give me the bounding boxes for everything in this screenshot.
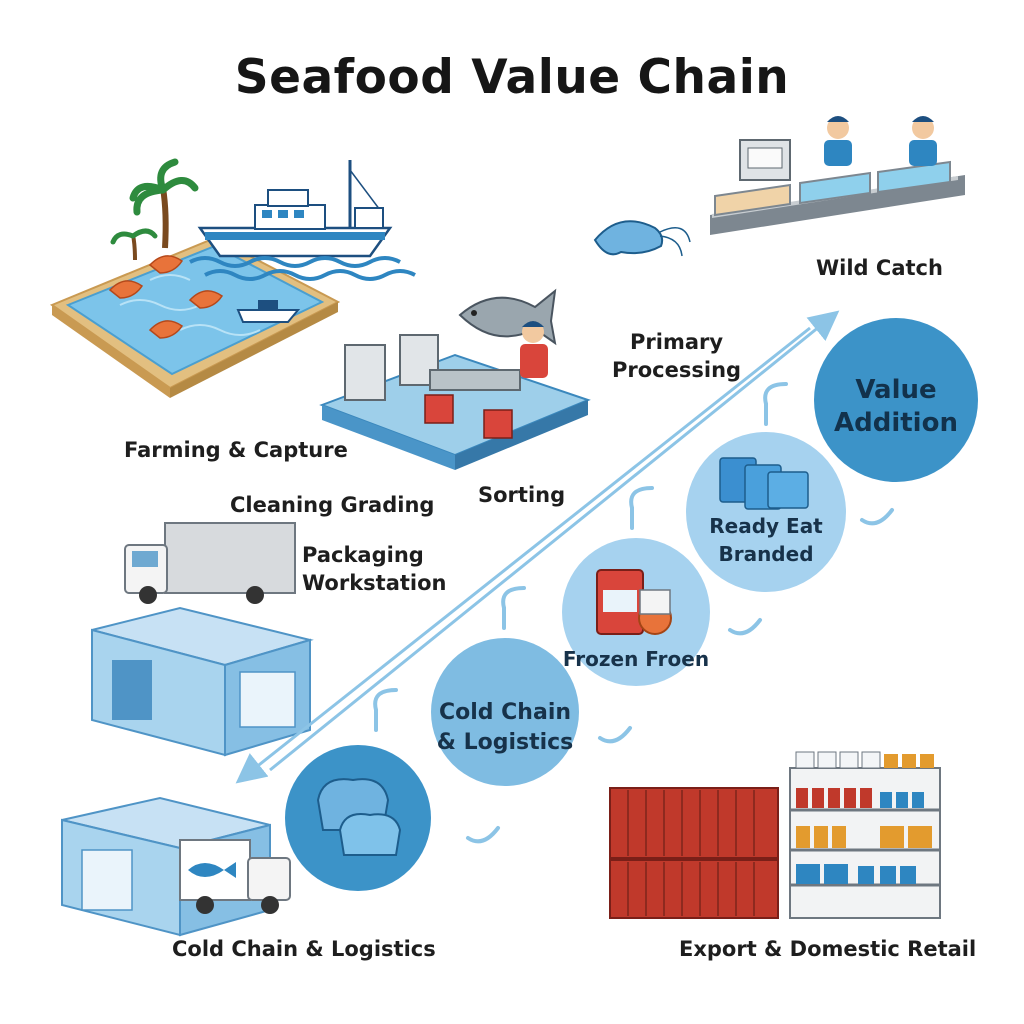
label-farming-capture: Farming & Capture — [124, 438, 348, 462]
fishing-boat-icon — [197, 160, 393, 258]
worker-icon — [824, 116, 937, 166]
processing-line — [710, 139, 965, 235]
stage-text-ready-eat-line1: Ready Eat — [709, 514, 823, 538]
stage-text-frozen-line1: Frozen Froen — [562, 647, 710, 671]
stage-text-value-addition: Value Addition — [814, 374, 978, 440]
stage-circle-value-addition — [814, 318, 978, 482]
retail-shelves — [789, 751, 941, 919]
motorboat-icon — [236, 300, 301, 323]
stage-text-ready-eat: Ready Eat Branded — [690, 512, 842, 568]
fish-farm-pond — [49, 236, 341, 398]
refrigerated-truck-icon — [179, 839, 291, 914]
stage-text-frozen: Frozen Froen — [556, 646, 716, 672]
stage-text-cold-chain-line1: Cold Chain — [438, 700, 572, 725]
frozen-packs-icon — [316, 778, 402, 856]
label-primary-processing: Primary Processing — [612, 328, 741, 385]
delivery-truck-icon — [124, 522, 296, 604]
stage-text-value-addition-line2: Addition — [834, 408, 958, 438]
stage-connector-arrows — [373, 382, 894, 844]
stage-circle-cold-chain — [431, 638, 579, 786]
shipping-containers — [609, 787, 779, 919]
label-packaging-line2: Workstation — [302, 571, 447, 596]
ocean-waves — [189, 256, 416, 281]
branded-packs-icon — [719, 457, 809, 510]
label-primary-processing-line1: Primary — [630, 330, 724, 354]
label-wild-catch: Wild Catch — [816, 256, 943, 280]
shrimp-icons — [108, 255, 224, 339]
flow-arrow-up — [269, 310, 840, 772]
stage-text-ready-eat-line2: Branded — [718, 542, 814, 566]
page-title: Seafood Value Chain — [234, 50, 790, 105]
label-packaging-workstation: Packaging Workstation — [302, 541, 447, 598]
label-packaging-line1: Packaging — [302, 543, 424, 567]
frozen-food-package-icon — [596, 569, 672, 635]
stage-text-cold-chain-line2: & Logistics — [436, 730, 574, 755]
label-primary-processing-line2: Processing — [612, 358, 742, 383]
stage-text-value-addition-line1: Value — [855, 375, 937, 405]
stage-text-cold-chain: Cold Chain & Logistics — [430, 698, 580, 758]
shrimp-icon — [593, 220, 691, 257]
flow-arrow-down — [235, 326, 811, 784]
label-cleaning-grading: Cleaning Grading — [230, 493, 435, 517]
label-export-domestic-retail: Export & Domestic Retail — [679, 937, 977, 961]
palm-tree-icon — [110, 158, 199, 261]
cold-storage-warehouse — [91, 606, 314, 757]
label-cold-chain-logistics: Cold Chain & Logistics — [172, 937, 436, 961]
label-sorting: Sorting — [478, 483, 566, 507]
sorting-station — [319, 321, 591, 470]
